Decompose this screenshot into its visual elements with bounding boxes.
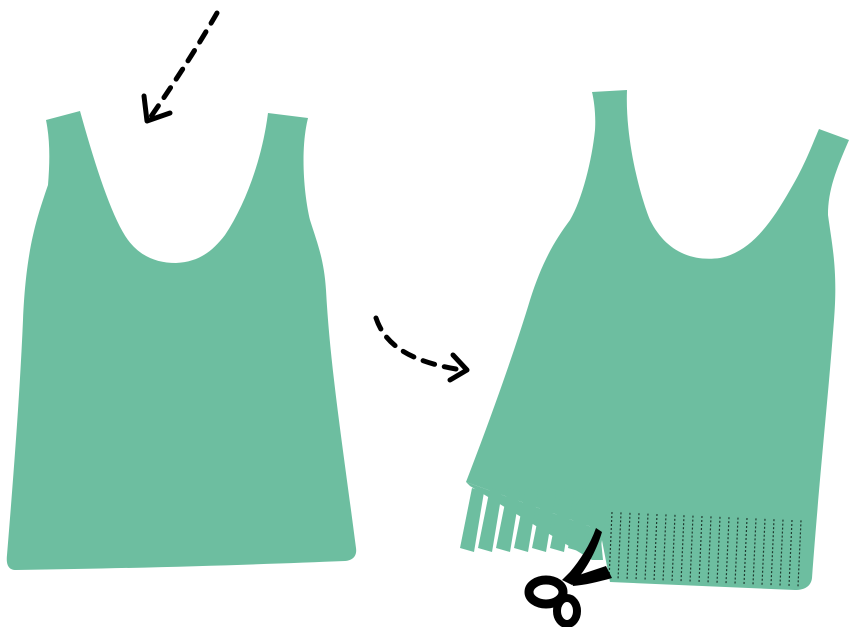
- cut-guide-line: [626, 512, 631, 581]
- cut-guide-line: [689, 515, 694, 583]
- cut-guide-line: [635, 513, 640, 581]
- cut-guide-line: [608, 511, 613, 581]
- scissors-icon: [524, 528, 612, 627]
- dashed-arrow-right-icon: [373, 315, 470, 383]
- cut-guide-line: [716, 516, 721, 584]
- fringe-strip: [586, 488, 610, 552]
- cut-guide-line: [698, 515, 703, 584]
- fringe-strip: [550, 488, 574, 552]
- cut-guide-line: [743, 517, 748, 585]
- tank-top-left: [6, 111, 357, 570]
- fringe-strip: [568, 488, 592, 552]
- cut-guide-line: [761, 518, 766, 586]
- cut-guide-line: [725, 517, 730, 584]
- fringe-strip: [532, 488, 556, 552]
- cut-guide-line: [788, 519, 793, 587]
- fringe-strip: [478, 488, 502, 552]
- cut-guide-line: [797, 520, 802, 587]
- cut-guide-line: [752, 518, 757, 585]
- tank-top-right: [460, 90, 849, 590]
- cut-guide-line: [653, 513, 658, 582]
- cut-guide-line: [707, 516, 712, 584]
- cut-guide-line: [662, 514, 667, 582]
- cut-guide-line: [671, 514, 676, 583]
- cut-guide-line: [617, 512, 622, 581]
- fringe-strip: [460, 488, 484, 552]
- fringe-strips: [460, 482, 610, 560]
- cut-guide-line: [770, 519, 775, 586]
- dashed-arrow-down-left-icon: [141, 10, 220, 124]
- cut-guide-line: [734, 517, 739, 585]
- fringe-cut-lines: [608, 511, 802, 587]
- tank-top-right-body: [466, 90, 849, 590]
- fringe-strip: [514, 488, 538, 552]
- fringe-strip: [496, 488, 520, 552]
- cut-guide-line: [680, 515, 685, 583]
- cut-guide-line: [644, 513, 649, 582]
- cut-guide-line: [779, 519, 784, 586]
